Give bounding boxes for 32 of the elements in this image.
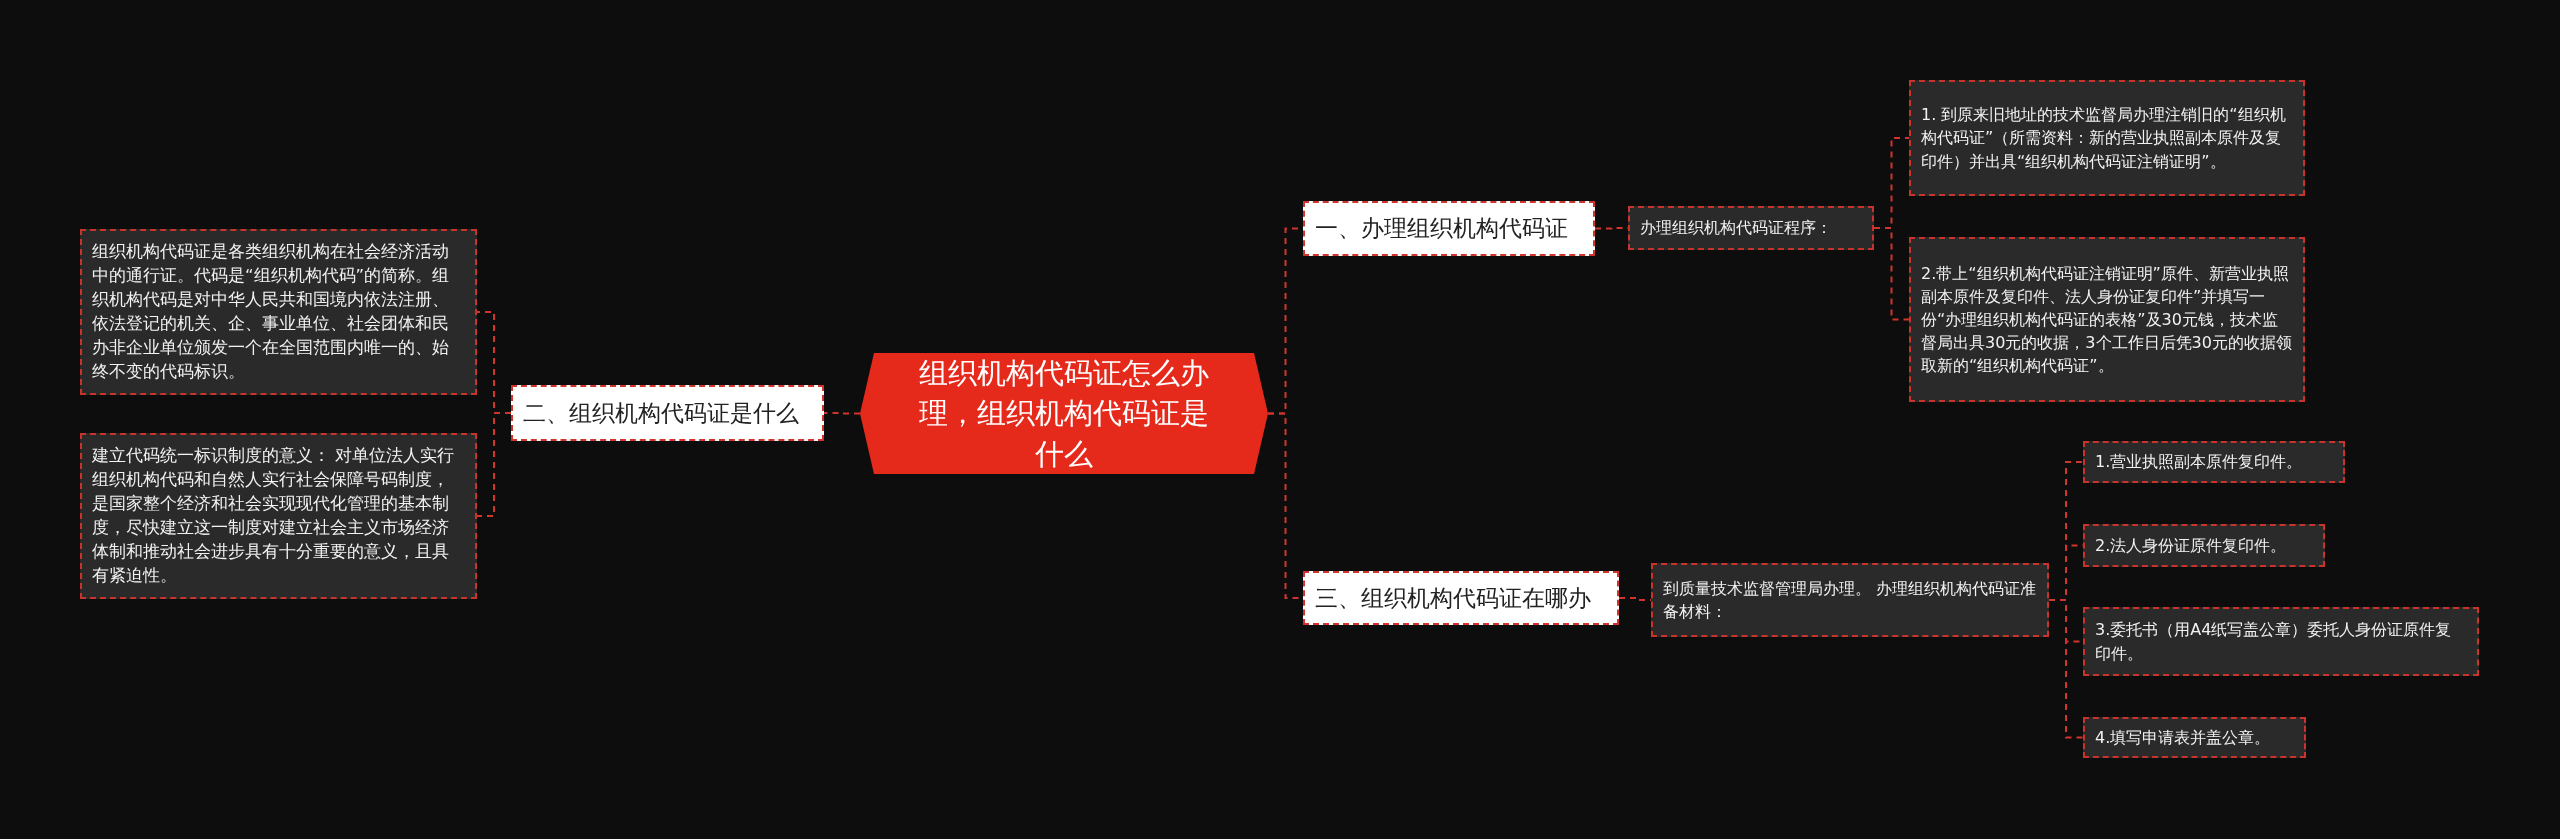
note-text: 建立代码统一标识制度的意义： 对单位法人实行组织机构代码和自然人实行社会保障号码制度，是国家整个经济和社会实现现代化管理的基本制度，尽快建立这一制度对建立社会主义市场经济体制和推动社会进步具有十分重要的意义，且具有紧迫性。 — [92, 445, 456, 587]
note-text: 3.委托书（用A4纸写盖公章）委托人身份证原件复印件。 — [2095, 619, 2453, 665]
note-text: 1.营业执照副本原件复印件。 — [2095, 451, 2303, 474]
note-box — [80, 433, 477, 599]
note-box — [2083, 441, 2345, 483]
topic-box — [1303, 571, 1619, 625]
note-text: 2.带上“组织机构代码证注销证明”原件、新营业执照副本原件及复印件、法人身份证复印件”并填写一份“办理组织机构代码证的表格”及30元钱，技术监督局出具30元的收据，3个工作日后凭30元的收据领取新的“组织机构代码证”。 — [1921, 262, 2293, 378]
note-text: 4.填写申请表并盖公章。 — [2095, 726, 2271, 749]
note-text: 2.法人身份证原件复印件。 — [2095, 534, 2287, 557]
note-box — [2083, 607, 2479, 676]
note-box — [80, 229, 477, 395]
connector-line — [1873, 227, 1910, 321]
note-text: 组织机构代码证是各类组织机构在社会经济活动中的通行证。代码是“组织机构代码”的简称。组织机构代码是对中华人民共和国境内依法注册、依法登记的机关、企、事业单位、社会团体和民办非企业单位颁发一个在全国范围内唯一的、始终不变的代码标识。 — [92, 241, 451, 383]
topic-box — [1303, 201, 1595, 256]
note-text: 办理组织机构代码证程序： — [1640, 217, 1832, 240]
topic-title: 组织机构代码证怎么办理，组织机构代码证是什么 — [918, 354, 1210, 473]
central-topic — [860, 353, 1268, 474]
topic-label: 二、组织机构代码证是什么 — [523, 398, 799, 428]
note-text: 1. 到原来旧地址的技术监督局办理注销旧的“组织机构代码证”（所需资料：新的营业执照副本原件及复印件）并出具“组织机构代码证注销证明”。 — [1921, 104, 2287, 173]
connector-line — [2048, 599, 2084, 739]
topic-label: 一、办理组织机构代码证 — [1315, 214, 1568, 243]
note-box — [1909, 237, 2305, 402]
connector-line — [823, 412, 861, 415]
topic-box — [511, 385, 824, 441]
note-box — [1651, 563, 2049, 637]
connector-line — [476, 412, 512, 517]
note-box — [2083, 524, 2325, 567]
topic-label: 三、组织机构代码证在哪办 — [1315, 583, 1591, 613]
note-box — [2083, 717, 2306, 758]
note-box — [1909, 80, 2305, 196]
note-text: 到质量技术监督管理局办理。 办理组织机构代码证准备材料： — [1663, 577, 2037, 623]
note-box — [1628, 206, 1874, 250]
